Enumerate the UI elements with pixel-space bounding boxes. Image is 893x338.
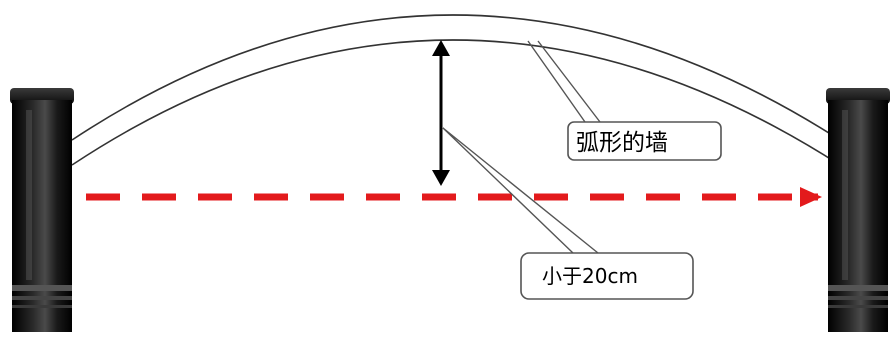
arched-wall xyxy=(71,14,841,166)
distance-callout-label: 小于20cm xyxy=(542,264,638,288)
wall-outer-arc xyxy=(71,14,841,141)
distance-double-arrow xyxy=(432,40,450,186)
distance-callout-box xyxy=(520,252,694,300)
distance-callout-leader xyxy=(442,127,599,254)
wall-inner-arc xyxy=(71,39,841,166)
wall-callout-box xyxy=(567,121,722,161)
left-sensor-icon xyxy=(10,88,74,332)
beam-arrowhead xyxy=(800,187,822,207)
right-sensor-icon xyxy=(826,88,890,332)
wall-callout-leader xyxy=(527,40,601,123)
wall-callout-label: 弧形的墙 xyxy=(576,130,668,156)
